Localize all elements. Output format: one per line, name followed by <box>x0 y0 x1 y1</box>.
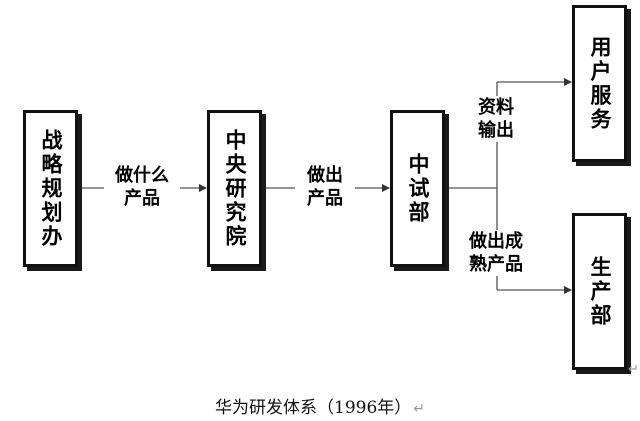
paragraph-mark-icon: ↵ <box>628 362 639 377</box>
edge-label-output-data: 资料 输出 <box>468 96 524 142</box>
edge-label-mature-products-line1: 做出成 <box>469 231 523 252</box>
box-user-service-text: 用户服务 <box>588 35 612 132</box>
box-central-research-text: 中央研究院 <box>223 128 247 249</box>
box-user-service: 用户服务 <box>572 5 627 162</box>
edge-label-what-products-line1: 做什么 <box>115 165 169 186</box>
box-central-research: 中央研究院 <box>207 110 262 267</box>
edge-label-mature-products: 做出成 熟产品 <box>458 230 534 276</box>
edge-label-output-data-line1: 资料 <box>478 97 514 118</box>
box-pilot-dept-text: 中试部 <box>406 152 430 225</box>
edge-label-make-products-line2: 产品 <box>307 188 343 209</box>
box-production-dept: 生产部 <box>572 213 627 370</box>
box-strategy-office: 战略规划办 <box>23 110 78 267</box>
figure-caption: 华为研发体系（1996年）↵ <box>0 393 640 418</box>
box-production-dept-text: 生产部 <box>588 255 612 328</box>
caption-paragraph-mark-icon: ↵ <box>413 401 425 417</box>
box-pilot-dept: 中试部 <box>390 110 445 267</box>
figure-caption-text: 华为研发体系（1996年） <box>215 398 412 418</box>
edge-label-make-products: 做出 产品 <box>295 164 355 210</box>
edge-label-make-products-line1: 做出 <box>307 165 343 186</box>
edge-label-mature-products-line2: 熟产品 <box>469 254 523 275</box>
edge-label-what-products: 做什么 产品 <box>104 164 180 210</box>
edge-label-what-products-line2: 产品 <box>124 188 160 209</box>
edge-label-output-data-line2: 输出 <box>478 120 514 141</box>
box-strategy-office-text: 战略规划办 <box>39 128 63 249</box>
